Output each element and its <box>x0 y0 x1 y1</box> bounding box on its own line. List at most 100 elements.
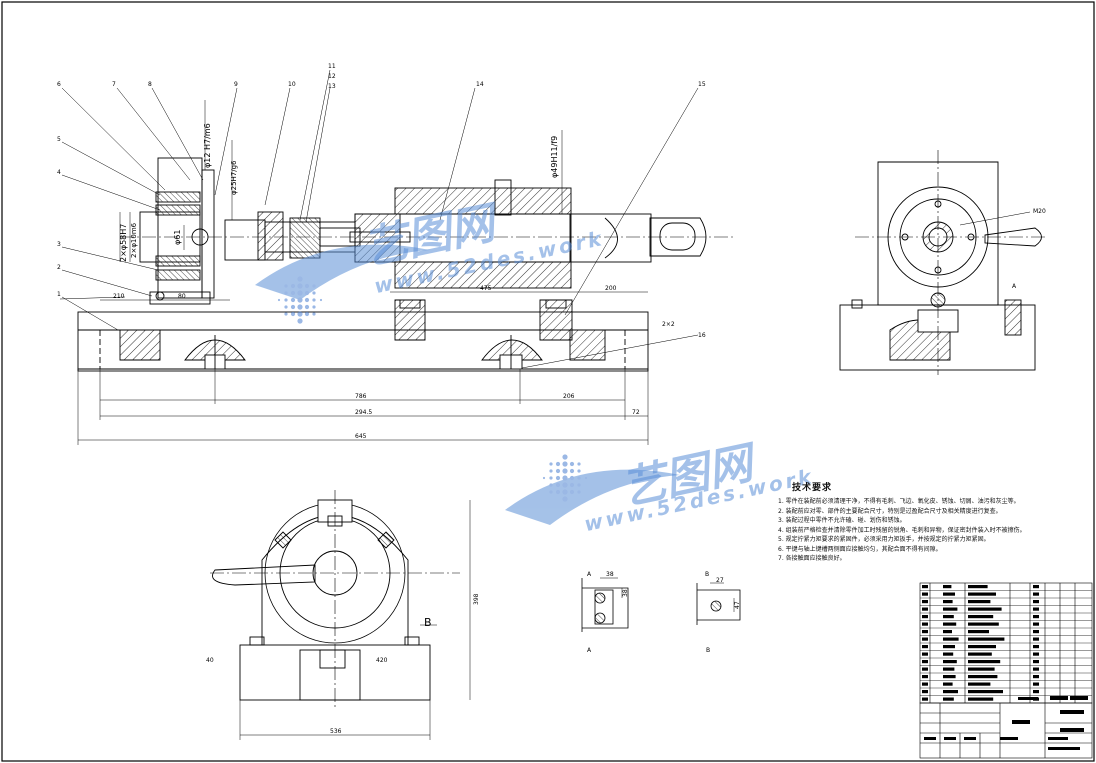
part-no-3: 3 <box>57 241 61 248</box>
detail-view-a <box>581 577 629 632</box>
side-view <box>839 150 1045 375</box>
watermark-dot <box>577 462 581 466</box>
dim-475: 475 <box>480 285 492 292</box>
requirement-line: 4. 组装前严格检查并清除零件加工时残留的锐角、毛刺和异物，保证密封件装入时不被… <box>778 526 1026 534</box>
fit-annotations: φ12 H7/m6 φ25H7/g6 2×φ58H7 2×φ10m6 φ61 φ… <box>119 123 559 262</box>
parts-list-cell-fill <box>1033 637 1039 641</box>
parts-list-cell-fill <box>943 675 956 679</box>
watermark-globe-bottom <box>505 454 680 525</box>
part-no-7: 7 <box>112 81 116 88</box>
parts-list-cell-fill <box>1033 615 1039 619</box>
parts-list-cell-fill <box>1033 645 1039 649</box>
dim-294-5: 294.5 <box>355 409 372 416</box>
parts-list-cell-fill <box>1033 652 1039 656</box>
watermark-dot <box>304 304 310 310</box>
part-no-6: 6 <box>57 81 61 88</box>
detail-b-title: B <box>705 571 709 578</box>
watermark-dot <box>290 311 296 317</box>
parts-list-cell-fill <box>968 607 1002 611</box>
dim-786: 786 <box>355 393 367 400</box>
dim-47: 47 <box>734 601 741 609</box>
watermark-dot <box>290 283 296 289</box>
parts-list-cell-fill <box>968 592 996 596</box>
parts-list-cell-fill <box>922 622 928 626</box>
part-no-5: 5 <box>57 136 61 143</box>
parts-list-cell-fill <box>1033 622 1039 626</box>
watermark-dot <box>297 311 303 317</box>
part-number-labels: 6 7 8 9 5 4 3 2 1 10 11 12 13 14 15 16 <box>57 63 706 339</box>
part-no-15: 15 <box>698 81 706 88</box>
parts-list-cell-fill <box>1033 592 1039 596</box>
parts-list-cell-fill <box>968 667 995 671</box>
watermark-dot <box>562 468 568 474</box>
watermark-dot <box>569 489 575 495</box>
watermark-dot <box>562 496 568 502</box>
watermark-dot <box>549 469 553 473</box>
view-label-b-arrow: B <box>424 616 432 629</box>
watermark-dot <box>549 490 553 494</box>
technical-requirements-title: 技术要求 <box>792 483 833 493</box>
requirement-line: 1. 零件在装配前必须清理干净，不得有毛刺、飞边、氧化皮、锈蚀、切屑、油污和灰尘… <box>778 498 1020 505</box>
watermark-dot <box>297 304 303 310</box>
watermark-dot <box>277 298 281 302</box>
technical-requirements: 技术要求 1. 零件在装配前必须清理干净，不得有毛刺、飞边、氧化皮、锈蚀、切屑、… <box>778 480 1093 564</box>
parts-list-cell-fill <box>943 690 958 694</box>
requirement-line: 3. 装配过程中零件不允许磕、碰、划伤和锈蚀。 <box>778 517 906 524</box>
watermark-dot <box>304 297 310 303</box>
watermark-dot <box>297 276 303 282</box>
watermark-dot <box>312 284 316 288</box>
parts-list-cell-fill <box>943 637 959 641</box>
part-leaders <box>61 69 699 369</box>
dim-210: 210 <box>113 293 125 300</box>
watermark-dot <box>297 297 303 303</box>
parts-list-cell-fill <box>968 585 988 589</box>
front-dimensions <box>77 100 649 445</box>
title-block-fills <box>924 696 1088 750</box>
watermark-globe-top <box>255 244 430 324</box>
watermark-dot <box>284 284 288 288</box>
parts-list-cell-fill <box>943 622 957 626</box>
parts-list-cell-fill <box>1033 630 1039 634</box>
detail-view-b <box>696 582 741 625</box>
fit-phi12: φ12 H7/m6 <box>203 123 212 168</box>
parts-list-cell-fill <box>943 615 954 619</box>
parts-list-cell-fill <box>968 630 989 634</box>
parts-list-cell-fill <box>968 645 996 649</box>
parts-list-cell-fill <box>922 615 928 619</box>
watermark-dot <box>297 318 303 324</box>
parts-list-cell-fill <box>922 660 928 664</box>
parts-list-cell-fill <box>922 630 928 634</box>
part-no-13: 13 <box>328 83 336 90</box>
watermark-dot <box>284 291 288 295</box>
watermark-dot <box>319 298 323 302</box>
watermark-dot <box>297 290 303 296</box>
watermark-dot <box>569 461 575 467</box>
watermark-dot <box>284 298 288 302</box>
watermark-dot <box>549 462 553 466</box>
dim-2x2: 2×2 <box>662 321 675 328</box>
front-dimension-texts: 210 80 475 200 786 206 294.5 72 645 2×2 <box>113 285 675 440</box>
parts-list-cell-fill <box>943 667 955 671</box>
watermark-dot <box>577 483 581 487</box>
part-no-14: 14 <box>476 81 484 88</box>
parts-list-cell-fill <box>943 600 953 604</box>
parts-list-cell-fill <box>1033 690 1039 694</box>
parts-list-cell-fill <box>943 645 955 649</box>
watermark-dot <box>569 482 575 488</box>
dim-m20: M20 <box>1033 208 1046 215</box>
parts-list-cell-fill <box>922 667 928 671</box>
requirement-line: 6. 平键与轴上键槽两侧面应接触均匀，其配合面不得有间隙。 <box>778 545 942 553</box>
dim-200: 200 <box>605 285 617 292</box>
watermark-dot <box>290 297 296 303</box>
parts-list-cell-fill <box>1033 585 1039 589</box>
watermark-dot <box>562 482 568 488</box>
parts-list-cell-fill <box>922 637 928 641</box>
watermark-dot <box>549 483 553 487</box>
parts-list-cell-fill <box>943 682 953 686</box>
parts-list-cell-fill <box>943 607 958 611</box>
parts-list-cell-fill <box>1033 682 1039 686</box>
watermark-dot <box>577 469 581 473</box>
part-no-12: 12 <box>328 73 336 80</box>
